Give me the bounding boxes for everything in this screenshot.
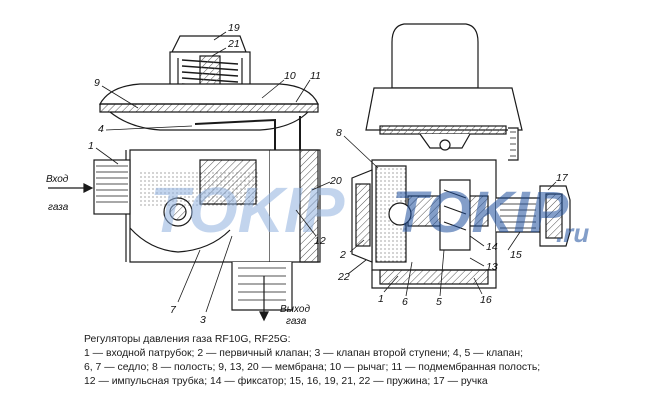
outlet-label-line2: газа bbox=[286, 316, 307, 327]
svg-text:TOKIP: TOKIP bbox=[392, 180, 568, 245]
callout-13: 13 bbox=[486, 261, 498, 273]
callout-8: 8 bbox=[336, 127, 342, 139]
caption-title: Регуляторы давления газа RF10G, RF25G: bbox=[84, 334, 291, 345]
callout-15: 15 bbox=[510, 249, 522, 261]
caption-line-1: 1 — входной патрубок; 2 — первичный клап… bbox=[84, 348, 523, 359]
outlet-label-line1: Выход bbox=[280, 304, 310, 315]
callout-16: 16 bbox=[480, 294, 492, 306]
outlet-arrow bbox=[259, 276, 269, 322]
callouts-left: 19 21 9 10 11 4 1 20 12 7 3 bbox=[88, 22, 342, 326]
leader-lines bbox=[95, 31, 557, 313]
callout-5: 5 bbox=[436, 296, 442, 308]
callout-22: 22 bbox=[337, 271, 350, 283]
callout-7: 7 bbox=[170, 304, 177, 316]
svg-text:.ru: .ru bbox=[556, 218, 589, 248]
callout-1-right: 1 bbox=[378, 293, 384, 305]
callout-1: 1 bbox=[88, 140, 94, 152]
inlet-arrow bbox=[48, 183, 94, 193]
callout-6: 6 bbox=[402, 296, 408, 308]
callout-9: 9 bbox=[94, 77, 100, 89]
callout-4: 4 bbox=[98, 123, 104, 135]
inlet-label-line2: газа bbox=[48, 202, 69, 213]
callout-17: 17 bbox=[556, 172, 569, 184]
callout-21: 21 bbox=[227, 38, 240, 50]
callout-3: 3 bbox=[200, 314, 206, 326]
caption-line-3: 12 — импульсная трубка; 14 — фиксатор; 1… bbox=[84, 376, 488, 387]
left-cross-section bbox=[93, 35, 321, 311]
callouts-right: 8 17 2 22 14 13 15 1 6 5 16 bbox=[336, 127, 569, 308]
caption-line-2: 6, 7 — седло; 8 — полость; 9, 13, 20 — м… bbox=[84, 362, 541, 373]
figure-caption: Регуляторы давления газа RF10G, RF25G: 1… bbox=[84, 333, 644, 389]
inlet-label-line1: Вход bbox=[46, 174, 69, 185]
callout-19: 19 bbox=[228, 22, 240, 34]
callout-10: 10 bbox=[284, 70, 296, 82]
svg-text:TOKIP: TOKIP bbox=[150, 174, 345, 246]
right-cross-section bbox=[351, 23, 571, 289]
callout-11: 11 bbox=[310, 70, 321, 82]
callout-20: 20 bbox=[329, 175, 342, 187]
watermark: TOKIP TOKIP .ru bbox=[150, 174, 589, 248]
callout-14: 14 bbox=[486, 241, 498, 253]
flow-labels: Вход газа Выход газа bbox=[46, 174, 310, 327]
callout-12: 12 bbox=[314, 235, 326, 247]
callout-2: 2 bbox=[339, 249, 346, 261]
